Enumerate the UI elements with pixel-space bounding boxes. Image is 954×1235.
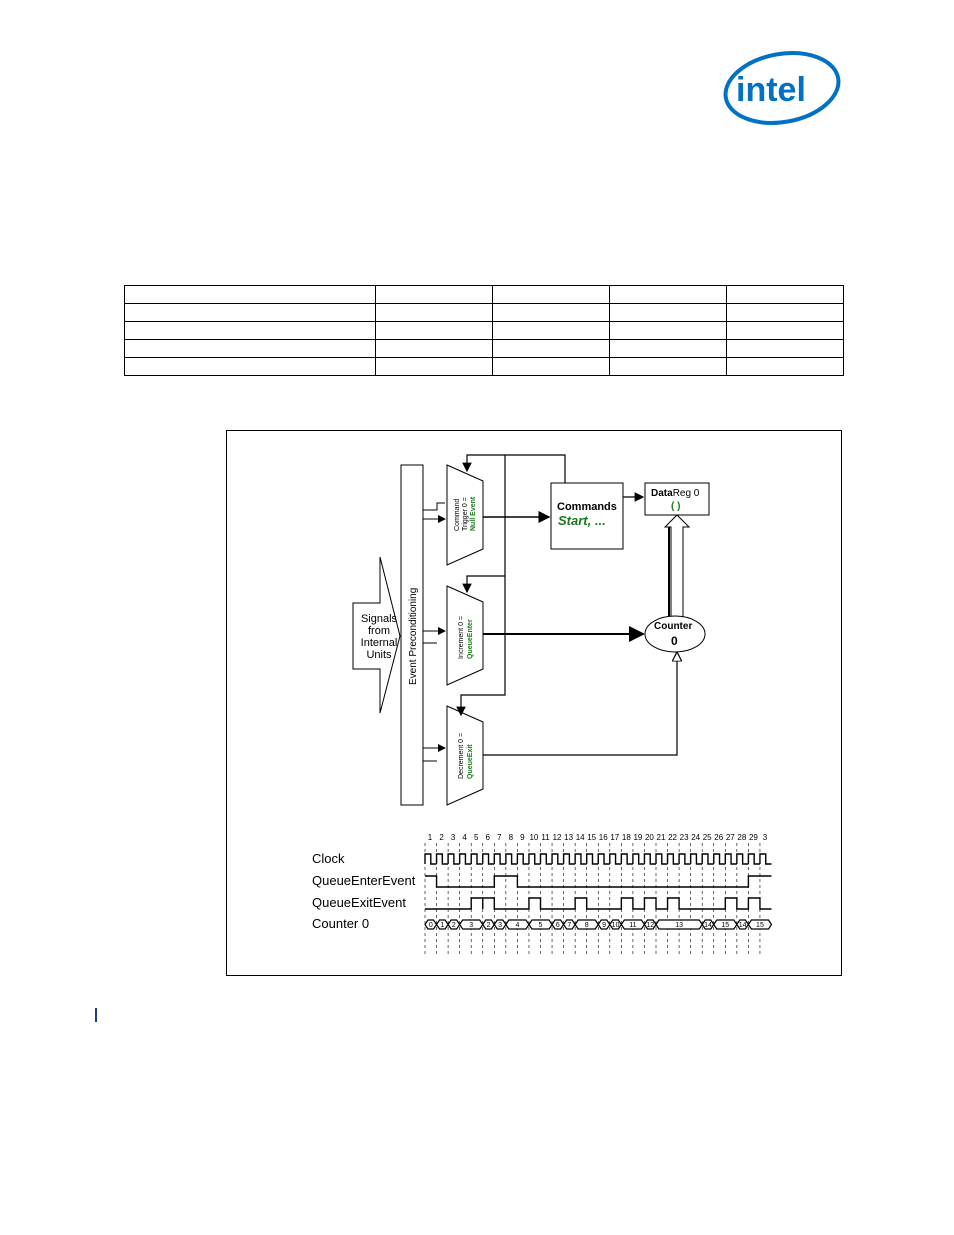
cycle-number: 18 <box>622 833 631 842</box>
cycle-number: 13 <box>564 833 573 842</box>
intel-logo: intel <box>722 48 844 128</box>
cycle-number: 4 <box>462 833 467 842</box>
signals-line-3: Internal <box>361 637 398 649</box>
table-row <box>124 285 844 304</box>
mux-command-trigger <box>446 464 484 566</box>
cycle-number: 3 <box>451 833 456 842</box>
cycle-number: 12 <box>553 833 562 842</box>
clock-waveform <box>424 853 772 865</box>
timing-queueexit-label: QueueExitEvent <box>312 895 406 910</box>
counter-segment-value: 4 <box>515 922 519 929</box>
counter-title: Counter <box>654 621 692 632</box>
counter-segment-value: 14 <box>739 922 747 929</box>
event-preconditioning-bar <box>400 464 424 806</box>
counter-segment-value: 15 <box>756 922 764 929</box>
cycle-number: 2 <box>439 833 444 842</box>
counter-segment-value: 8 <box>585 922 589 929</box>
cycle-number: 19 <box>633 833 642 842</box>
counter-segment <box>747 919 773 930</box>
svg-text:QueueExit: QueueExit <box>467 744 474 779</box>
cycle-number: 10 <box>529 833 538 842</box>
svg-text:Decrement 0 =: Decrement 0 = <box>458 733 465 779</box>
timing-clock-label: Clock <box>312 851 345 866</box>
counter-segment-value: 3 <box>498 922 502 929</box>
timing-counter-label: Counter 0 <box>312 916 369 931</box>
cycle-number: 14 <box>576 833 585 842</box>
cycle-number: 22 <box>668 833 677 842</box>
commands-title: Commands <box>557 501 617 513</box>
datareg-value: ( ) <box>671 501 680 512</box>
svg-text:QueueEnter: QueueEnter <box>467 619 474 659</box>
signals-line-1: Signals <box>361 613 398 625</box>
counter-segment-value: 9 <box>602 922 606 929</box>
counter-segment-value: 15 <box>721 922 729 929</box>
svg-text:Increment 0 =: Increment 0 = <box>458 616 465 659</box>
counter-segment-value: 10 <box>612 922 620 929</box>
cycle-number: 7 <box>497 833 502 842</box>
counter-segment-value: 2 <box>487 922 491 929</box>
cycle-number: 8 <box>509 833 514 842</box>
cycle-number: 1 <box>428 833 433 842</box>
intel-logo-text: intel <box>736 71 806 109</box>
cycle-number: 5 <box>474 833 479 842</box>
figure-frame: Signals from Internal Units Event Precon… <box>226 430 842 976</box>
counter-segment-value: 13 <box>675 922 683 929</box>
table-row <box>124 339 844 358</box>
cycle-number: 21 <box>657 833 666 842</box>
counter-segment-value: 12 <box>646 922 654 929</box>
counter-segment-value: 11 <box>629 922 636 929</box>
commands-box <box>550 482 624 550</box>
datareg-title: DataReg 0 <box>651 488 700 499</box>
counter-segment-value: 0 <box>429 922 433 929</box>
table-row <box>124 321 844 340</box>
table-row <box>124 357 844 376</box>
cycle-number: 9 <box>520 833 525 842</box>
cycle-number: 20 <box>645 833 654 842</box>
svg-text:Command: Command <box>454 499 461 531</box>
cycle-number: 6 <box>486 833 491 842</box>
mux-increment <box>446 585 484 686</box>
queueexit-waveform <box>425 897 772 910</box>
signals-arrow <box>352 556 401 714</box>
counter-value: 0 <box>671 634 678 648</box>
counter-segment-value: 2 <box>452 922 456 929</box>
cycle-number: 15 <box>587 833 596 842</box>
cycle-number: 17 <box>610 833 619 842</box>
change-bar <box>95 1008 97 1022</box>
counter-segment-value: 3 <box>469 922 473 929</box>
cycle-number: 24 <box>691 833 700 842</box>
svg-text:Trigger 0 =: Trigger 0 = <box>462 497 469 531</box>
cycle-number: 27 <box>726 833 735 842</box>
counter-segment-value: 14 <box>704 922 712 929</box>
cycle-number: 23 <box>680 833 689 842</box>
event-preconditioning-label: Event Preconditioning <box>408 588 419 685</box>
mux-decrement <box>446 705 484 806</box>
cycle-number: 16 <box>599 833 608 842</box>
cycle-number: 26 <box>714 833 723 842</box>
counter-segment-value: 5 <box>539 922 543 929</box>
commands-value: Start, ... <box>558 513 606 528</box>
signals-line-2: from <box>368 625 390 637</box>
counter-segment-value: 7 <box>567 922 571 929</box>
data-table <box>124 285 844 376</box>
cycle-number: 28 <box>737 833 746 842</box>
signals-line-4: Units <box>366 649 392 661</box>
block-diagram: Signals from Internal Units Event Precon… <box>312 454 773 956</box>
timing-queueenter-label: QueueEnterEvent <box>312 873 416 888</box>
counter-segment-value: 6 <box>556 922 560 929</box>
cycle-number: 25 <box>703 833 712 842</box>
cycle-number: 3 <box>763 833 768 842</box>
queueenter-waveform <box>425 875 772 888</box>
counter-segment-value: 1 <box>440 922 444 929</box>
cycle-number: 11 <box>541 833 550 842</box>
table-row <box>124 303 844 322</box>
svg-text:Null Event: Null Event <box>470 496 477 531</box>
cycle-number: 29 <box>749 833 758 842</box>
